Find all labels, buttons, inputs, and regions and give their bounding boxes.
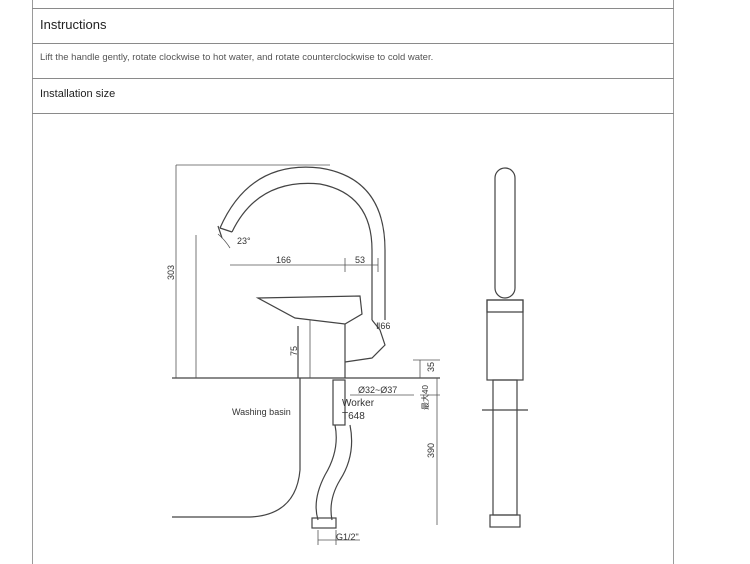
side-spout [494,167,516,299]
dimension-66: Ⅱ66 [376,321,390,331]
shank [332,379,346,426]
instructions-row: Lift the handle gently, rotate clockwise… [32,43,674,78]
dimension-390: 390 [426,443,436,458]
faucet-body [297,324,346,378]
side-handle [486,299,524,313]
dimension-53: 53 [355,255,365,265]
instructions-header: Instructions [32,8,674,43]
page-title: Instructions [40,17,107,32]
hole-diameter: Ø32~Ø37 [358,385,397,395]
side-shank [492,379,518,516]
body-curve [344,319,386,363]
spout-outline [219,166,386,320]
content-frame [32,0,674,564]
basin-bowl [172,378,301,518]
thread-fitting [311,517,337,529]
thread-label: G1/2" [336,532,359,542]
section-title: Installation size [40,88,116,100]
worker-label: Worker [342,398,375,409]
dimension-max40: 最大40 [420,385,430,410]
dimension-75: 75 [289,346,299,356]
supply-hose [315,424,337,521]
side-fitting [489,514,521,528]
supply-hose-2 [330,424,353,521]
angle-label: 23° [237,236,251,246]
spout-tip [217,225,233,239]
installation-size-header: Installation size [32,78,674,113]
dimension-35: 35 [426,362,436,372]
divider [32,113,674,114]
worker-code: T648 [342,411,365,422]
handle [255,295,363,325]
dimension-303: 303 [166,265,176,280]
spout-inner [231,182,373,320]
basin-label: Washing basin [232,407,291,417]
instructions-text: Lift the handle gently, rotate clockwise… [40,52,434,63]
dimension-166: 166 [276,255,291,265]
